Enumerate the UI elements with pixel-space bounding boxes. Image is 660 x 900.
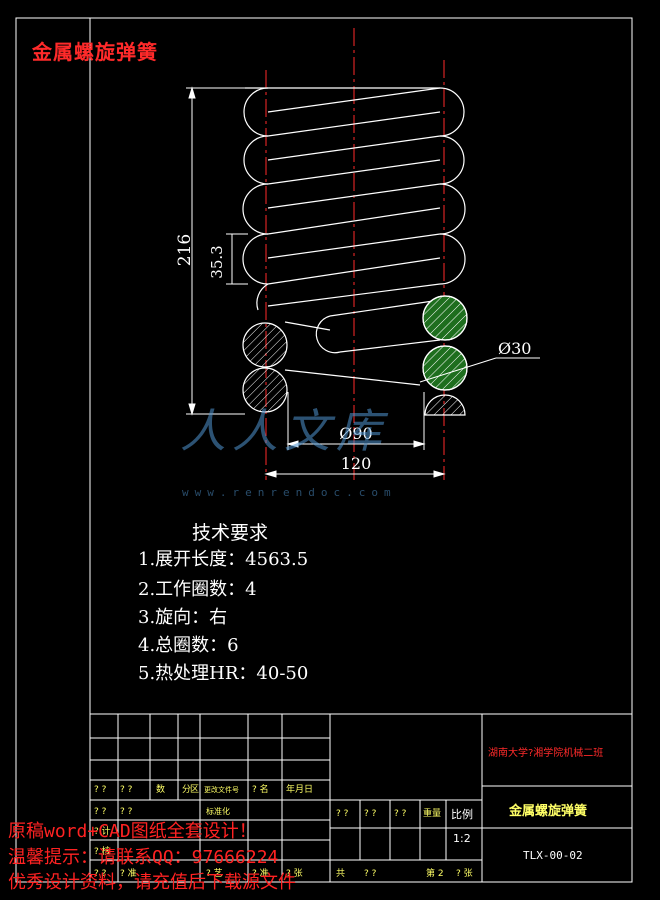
- dimension-lines: [186, 86, 540, 478]
- wire-sections: [242, 295, 468, 416]
- watermark-line-2: 温馨提示：请联系QQ：97666224: [8, 847, 279, 868]
- tb-cell-23: ? 艺: [206, 868, 223, 879]
- tb-cell-1: ? ?: [120, 785, 133, 795]
- title-block-drawing-name: 金属螺旋弹簧: [509, 804, 588, 819]
- tb-cell-20: ? 张: [456, 868, 473, 879]
- tb-cell-22: ? 准: [120, 868, 137, 879]
- tb-cell-4: 区: [190, 784, 199, 795]
- tb-cell-21: ? ?: [94, 869, 107, 879]
- tb-cell-15: ? ?: [394, 809, 407, 819]
- tb-cell-8: ? ?: [94, 807, 107, 817]
- dim-inner-dia-label: Ø90: [339, 424, 372, 443]
- watermark-line-3: 优秀设计资料，请充值后下载源文件: [8, 872, 296, 893]
- drawing-title: 金属螺旋弹簧: [32, 40, 158, 64]
- title-block-scale: 1:2: [453, 832, 471, 845]
- requirement-item: 5.热处理HR：40-50: [138, 663, 309, 684]
- tb-cell-3: 分: [182, 784, 191, 795]
- tb-cell-9: ? ?: [120, 807, 133, 817]
- watermark-line-1: 原稿word+CAD图纸全套设计！: [8, 821, 257, 842]
- requirement-item: 2.工作圈数：4: [138, 579, 257, 600]
- title-block-code: TLX-00-02: [523, 849, 583, 862]
- tb-cell-16: 重量: [423, 807, 441, 819]
- requirement-item: 1.展开长度：4563.5: [138, 549, 309, 570]
- tb-cell-6: ? 名: [252, 783, 269, 795]
- title-block: [89, 713, 633, 883]
- tb-cell-24: ? 准: [252, 868, 269, 879]
- tb-cell-11: ? 计: [94, 825, 111, 837]
- dim-pitch-label: 35.3: [208, 245, 226, 278]
- title-block-school: 湖南大学?湘学院机械二班: [488, 748, 604, 759]
- requirement-item: 4.总圈数：6: [138, 635, 239, 656]
- tb-cell-2: 数: [156, 783, 165, 795]
- tb-cell-5: 更改文件号: [204, 785, 239, 794]
- requirement-item: 3.旋向：右: [138, 607, 228, 628]
- tb-cell-14: ? ?: [364, 809, 377, 819]
- dim-wire-dia-label: Ø30: [498, 339, 531, 358]
- tb-cell-18: ? ?: [364, 869, 377, 879]
- spring-coils: [242, 87, 466, 386]
- tb-cell-13: ? ?: [336, 809, 349, 819]
- watermark-logo: 人人文库: [180, 404, 388, 458]
- tb-cell-10: 标准化: [206, 806, 230, 816]
- watermark-url: www.renrendoc.com: [182, 486, 397, 499]
- tb-cell-12: ? 核: [94, 845, 111, 857]
- dim-height-label: 216: [175, 234, 195, 266]
- dim-center-dist-label: 120: [341, 454, 372, 473]
- tb-cell-25: ? 张: [286, 868, 303, 879]
- title-block-scale-label: 比例: [451, 808, 473, 821]
- requirements-heading: 技术要求: [192, 522, 269, 544]
- tb-cell-19: 第 2: [426, 867, 444, 879]
- tb-cell-7: 年月日: [286, 783, 313, 795]
- tb-cell-0: ? ?: [94, 785, 107, 795]
- tb-cell-17: 共: [336, 868, 345, 879]
